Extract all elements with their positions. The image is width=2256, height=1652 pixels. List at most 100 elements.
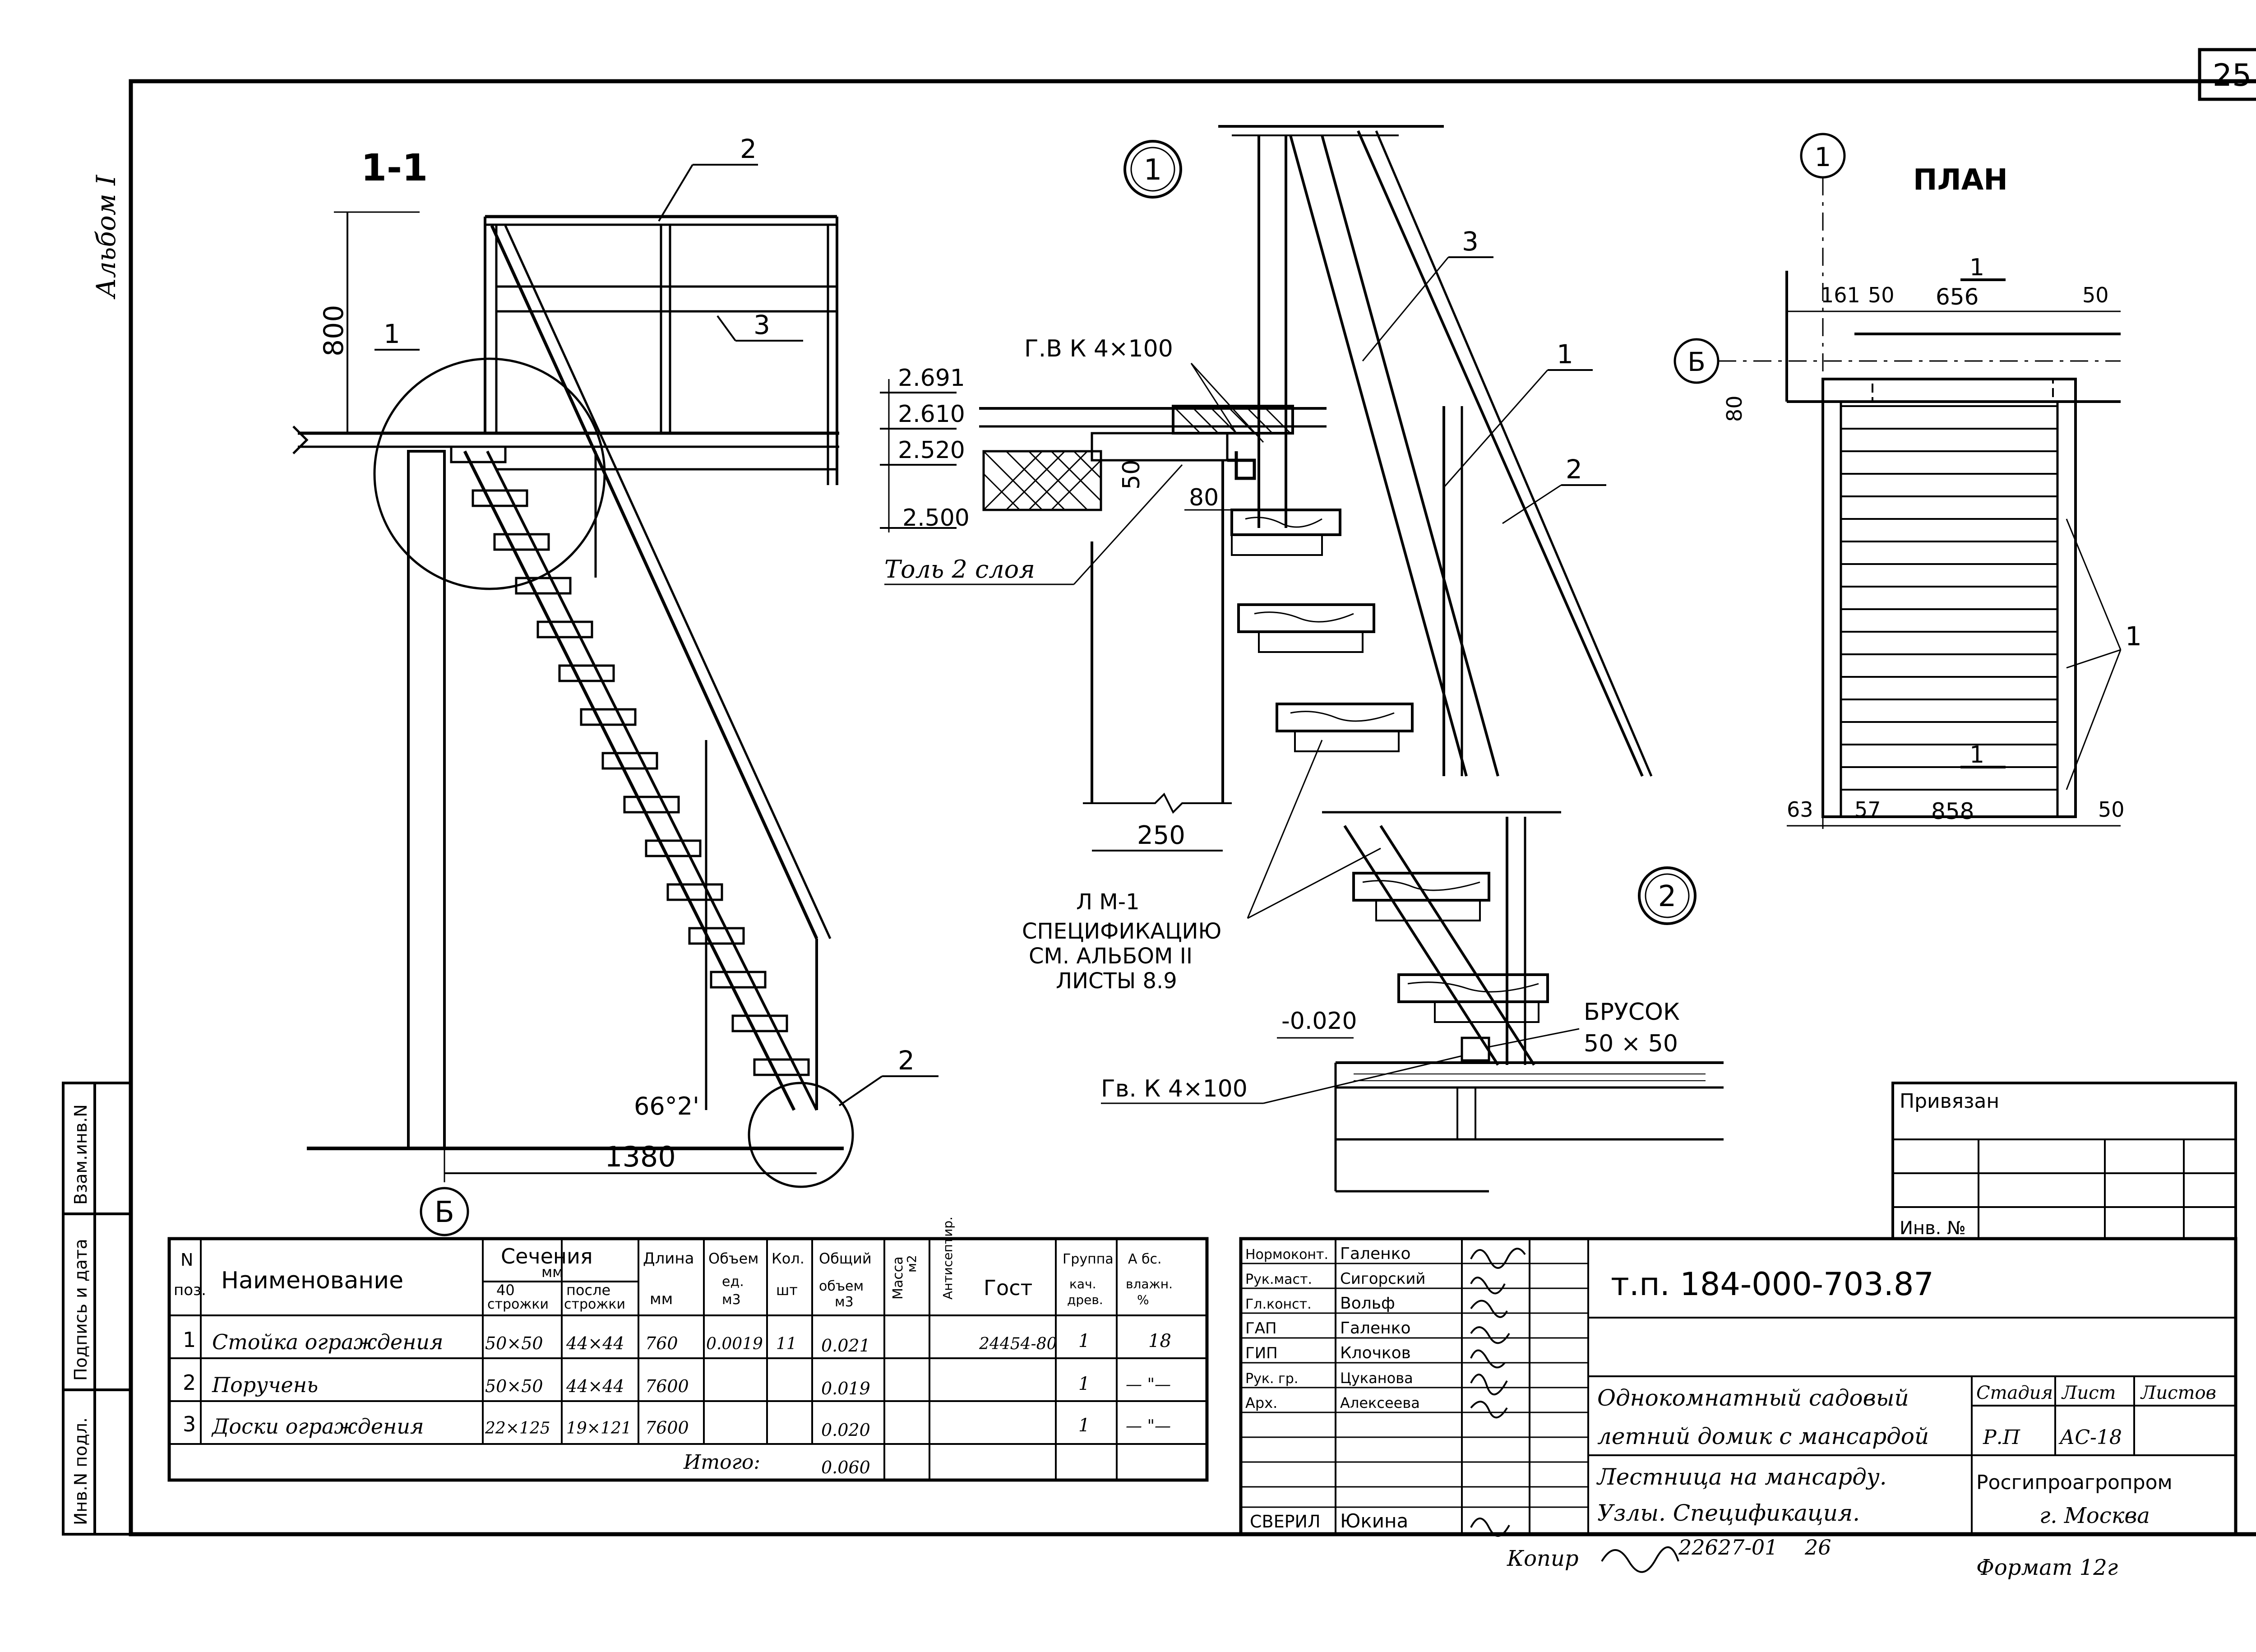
role-6: Арх.	[1245, 1394, 1277, 1411]
level-marks: 2.691 2.610 2.520 2.500	[880, 365, 970, 532]
plan-dim-50a: 50	[1868, 283, 1895, 307]
title-block-frame	[1239, 1237, 2238, 1536]
node1-tread-1-batten	[1231, 534, 1323, 556]
dim-50: 50	[1118, 460, 1145, 490]
r2-group: 1	[1078, 1374, 1090, 1394]
h-section-2: мм	[541, 1263, 563, 1281]
stair-handrail-inner	[504, 225, 832, 939]
stair-handrail	[490, 225, 818, 939]
node-1-number: 1	[1144, 153, 1162, 187]
r2-name: Поручень	[212, 1373, 318, 1397]
metal-angle	[1227, 451, 1256, 480]
level-bottom: -0.020	[1281, 1008, 1357, 1035]
break-mark	[292, 426, 309, 454]
plan-section-mark-bottom: 1	[1969, 741, 1984, 768]
callout-2-top: 2	[740, 134, 757, 164]
h-volunit-3: м3	[722, 1292, 741, 1308]
side-vzam-inv: Взам.инв.N	[71, 1104, 91, 1205]
side-stamp-frame-b	[93, 1082, 132, 1536]
level-2610: 2.610	[898, 401, 965, 428]
stair-tread	[645, 839, 702, 857]
h-before-1: 40	[496, 1282, 515, 1299]
h-length-2: мм	[650, 1290, 673, 1308]
fastener-bottom: Гв. К 4×100	[1101, 1075, 1248, 1102]
n2-brusok	[1461, 1037, 1490, 1062]
sheet-value: АС-18	[2058, 1426, 2122, 1449]
checked-role: СВЕРИЛ	[1250, 1512, 1321, 1532]
node1-tread-3	[1276, 703, 1414, 732]
object-line-2: летний домик с мансардой	[1597, 1423, 1929, 1449]
r1-pos: 1	[183, 1328, 196, 1352]
title-block: Нормоконт. Рук.маст. Гл.конст. ГАП ГИП Р…	[1239, 1237, 2238, 1537]
lm1-line-3: СМ. АЛЬБОМ II	[1029, 944, 1193, 969]
h-moist-1: А бс.	[1128, 1251, 1162, 1267]
fastener-leader-2	[1190, 362, 1264, 443]
name-1: Сигорский	[1340, 1270, 1426, 1288]
plan-section-mark-top: 1	[1969, 254, 1984, 281]
stair-tread	[536, 620, 593, 639]
r2-before: 50×50	[485, 1376, 543, 1396]
lm1-line-2: СПЕЦИФИКАЦИЮ	[1022, 919, 1221, 944]
node-2-number: 2	[1658, 880, 1677, 913]
r2-pos: 2	[183, 1370, 196, 1395]
r1-qty: 11	[776, 1335, 797, 1353]
sheet-title-2: Узлы. Спецификация.	[1597, 1500, 1860, 1526]
footer-copy: Копир	[1507, 1546, 1579, 1571]
n2-joist	[1456, 1087, 1476, 1140]
node1-tread-3-batten	[1294, 730, 1400, 752]
signatures	[1470, 1248, 1526, 1537]
callout-1: 1	[384, 319, 400, 349]
role-2: Гл.конст.	[1245, 1296, 1312, 1312]
footer-format: Формат 12г	[1976, 1555, 2118, 1580]
node-2-circle	[748, 1082, 854, 1188]
title-block-grid	[1241, 1239, 2236, 1534]
lm1-line-1: Л М-1	[1076, 889, 1140, 915]
section-title: 1-1	[361, 147, 428, 190]
side-sign-date: Подпись и дата	[71, 1239, 91, 1381]
roofing-leader	[1073, 464, 1183, 585]
callout-2-leader	[658, 164, 693, 222]
r1-gost: 24454-80	[979, 1335, 1057, 1353]
plan-callout-leader-3	[2066, 649, 2122, 790]
table-row: 3 Доски ограждения 22×125 19×121 7600 0.…	[183, 1412, 1171, 1440]
brusok-size: 50 × 50	[1584, 1030, 1678, 1057]
n1-callout-3: 3	[1462, 226, 1479, 257]
stair-tread	[450, 445, 507, 463]
name-0: Галенко	[1340, 1245, 1410, 1263]
sheet-title-1: Лестница на мансарду.	[1596, 1464, 1887, 1490]
h-after-2: строжки	[564, 1296, 625, 1312]
stair-tread	[623, 796, 680, 814]
total-label: Итого:	[683, 1451, 760, 1474]
h-before-2: строжки	[487, 1296, 549, 1312]
plan-callout-1: 1	[2125, 621, 2142, 652]
n2-board-grain	[1354, 1074, 1706, 1081]
h-voltot-3: м3	[835, 1294, 854, 1310]
h-after-1: после	[566, 1282, 610, 1299]
plan-dim-80: 80	[1722, 395, 1747, 422]
footer-num: 26	[1804, 1535, 1831, 1559]
node-2-marker	[1638, 866, 1697, 925]
dim-800: 800	[318, 305, 350, 356]
r3-moist: — "—	[1126, 1417, 1171, 1435]
sheet-number-box	[2198, 48, 2256, 101]
sheets-label: Листов	[2140, 1383, 2216, 1403]
fastener-leader-1	[1190, 363, 1237, 434]
node-2-marker-inner	[1645, 873, 1690, 918]
node-1-detail: 1	[880, 125, 1653, 851]
table-row: 2 Поручень 50×50 44×44 7600 0.019 1 — "—	[183, 1370, 1171, 1398]
h-group-2: кач.	[1069, 1277, 1096, 1291]
wood-grain	[1245, 517, 1395, 722]
n2-stringer-b	[1379, 825, 1535, 1066]
stair-tread	[493, 533, 550, 551]
h-length-1: Длина	[643, 1249, 694, 1268]
node-1-marker-inner	[1130, 147, 1175, 192]
n1-callout-3-leader	[1362, 257, 1449, 361]
stair-tread	[753, 1058, 810, 1076]
stair-tread	[601, 752, 658, 770]
callout-2-bottom: 2	[898, 1045, 915, 1076]
object-line-1: Однокомнатный садовый	[1597, 1385, 1909, 1411]
r2-after: 44×44	[566, 1376, 624, 1396]
wall-post	[407, 450, 446, 1150]
h-gost: Гост	[984, 1276, 1032, 1300]
r3-group: 1	[1078, 1415, 1090, 1436]
